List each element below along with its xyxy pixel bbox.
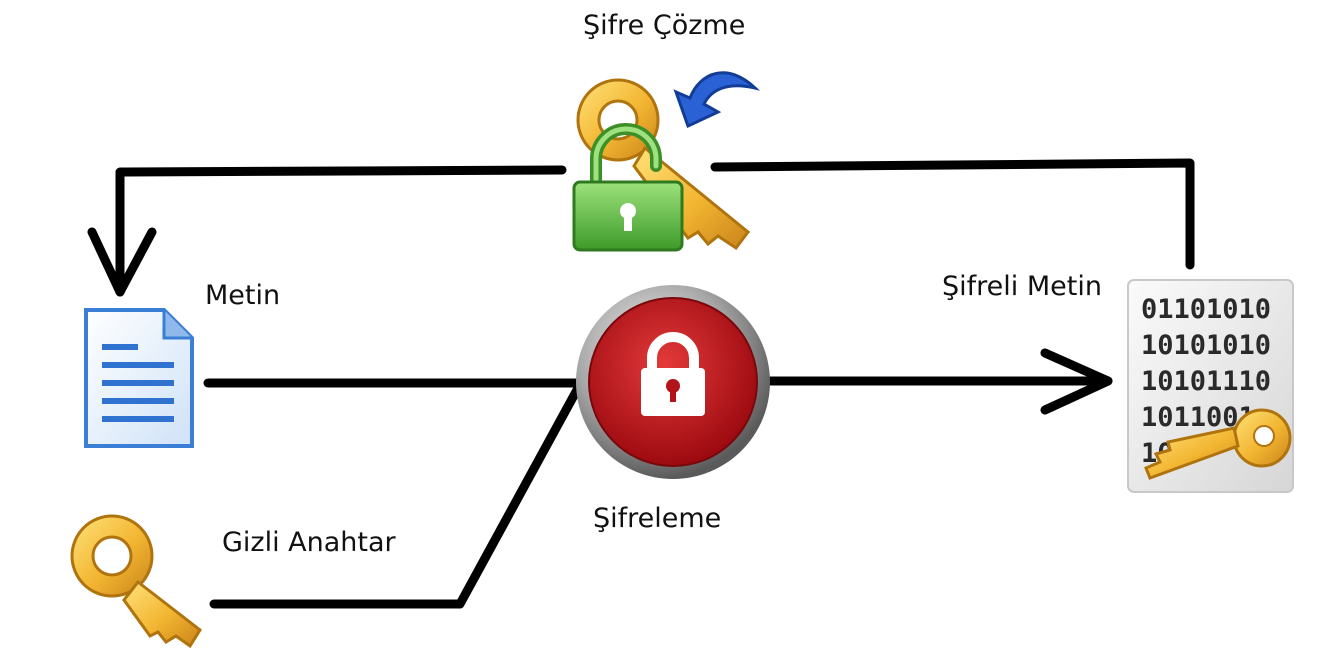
cipher-arrowhead (1040, 348, 1113, 415)
decrypt-return-line-right (710, 158, 1195, 270)
ciphertext-label: Şifreli Metin (942, 271, 1102, 302)
plaintext-label: Metin (205, 280, 281, 311)
decrypt-label: Şifre Çözme (583, 10, 746, 41)
decrypt-return-line-left (115, 165, 567, 297)
flow-lines (87, 158, 1195, 609)
document-icon (84, 308, 194, 448)
binary-line: 10101010 (1141, 330, 1271, 361)
binary-line: 01101010 (1141, 294, 1271, 325)
key-to-encrypt-line (209, 383, 583, 609)
secret-key-label: Gizli Anahtar (222, 527, 396, 558)
encrypt-label: Şifreleme (593, 503, 722, 534)
red-padlock-button-icon (576, 285, 770, 479)
binary-line: 10101110 (1141, 366, 1271, 397)
gold-key-icon (70, 514, 202, 649)
decrypt-arrowhead (87, 227, 157, 297)
binary-file-with-key-icon: 01101010 10101010 10101110 1011001 100 (1127, 279, 1294, 493)
key-and-open-padlock-icon (572, 71, 761, 252)
